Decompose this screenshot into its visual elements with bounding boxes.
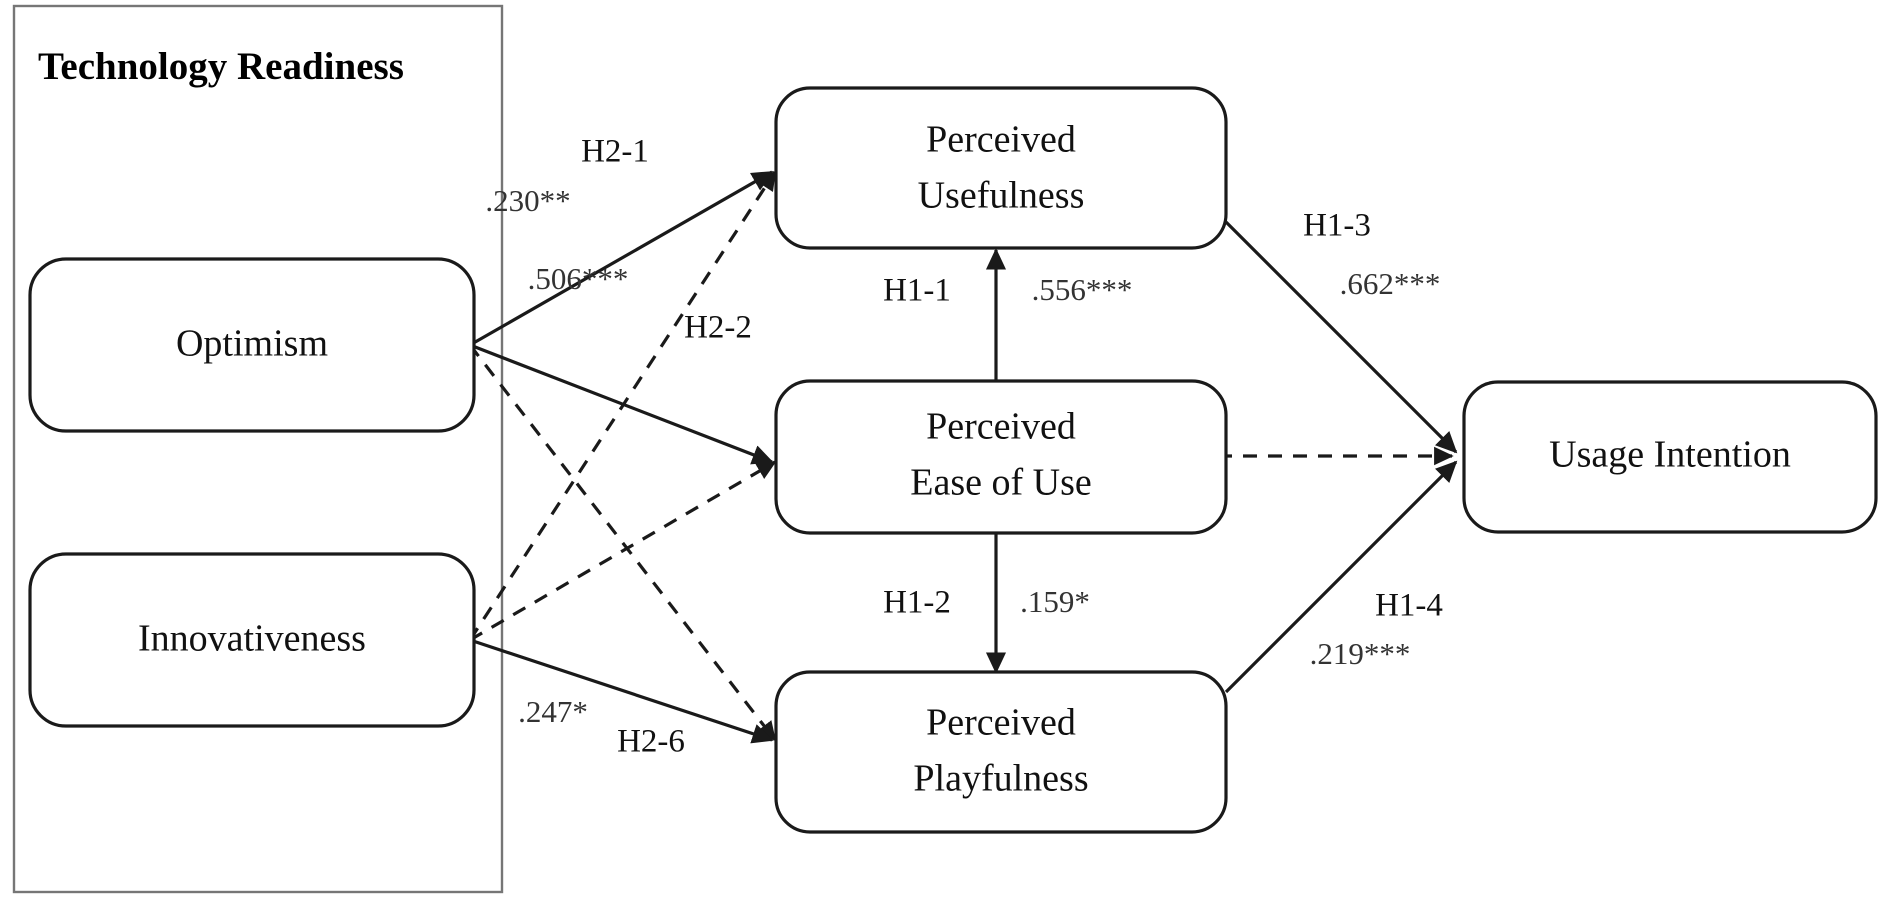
coefficient-label-h1-4: .219*** — [1310, 636, 1411, 671]
hypothesis-label-h1-3: H1-3 — [1303, 208, 1371, 244]
group-title-technology-readiness: Technology Readiness — [38, 45, 404, 88]
hypothesis-label-h1-2: H1-2 — [883, 585, 951, 621]
construct-perceived-usefulness[interactable]: Perceived Usefulness — [774, 86, 1228, 250]
path-label-h1-2: H1-2 .159* — [883, 584, 1090, 620]
construct-perceived-usefulness-label-line2: Usefulness — [918, 175, 1085, 217]
construct-optimism-box[interactable] — [28, 257, 476, 433]
construct-perceived-playfulness-box[interactable] — [774, 670, 1228, 834]
hypothesis-label-h2-1: H2-1 — [581, 134, 649, 170]
construct-perceived-usefulness-label-line1: Perceived — [926, 119, 1076, 161]
hypothesis-label-h2-6: H2-6 — [617, 724, 685, 760]
significant-paths-layer — [469, 170, 1458, 744]
construct-perceived-playfulness[interactable]: Perceived Playfulness — [774, 670, 1228, 834]
construct-usage-intention-box[interactable] — [1462, 380, 1878, 534]
coefficient-label-h1-3: .662*** — [1340, 266, 1441, 301]
hypothesis-label-h1-4: H1-4 — [1375, 588, 1443, 624]
path-label-h1-4: H1-4 .219*** — [1310, 588, 1443, 672]
construct-innovativeness-label: Innovativeness — [138, 618, 366, 660]
path-label-h2-6: H2-6 .247* — [518, 694, 685, 759]
construct-perceived-playfulness-label-line1: Perceived — [926, 702, 1076, 744]
construct-perceived-usefulness-box[interactable] — [774, 86, 1228, 250]
path-h2-6-innovativeness-to-playfulness — [469, 638, 774, 744]
construct-innovativeness-box[interactable] — [28, 552, 476, 728]
path-label-h1-3: H1-3 .662*** — [1303, 208, 1440, 302]
construct-perceived-ease-of-use[interactable]: Perceived Ease of Use — [774, 379, 1228, 535]
construct-perceived-ease-of-use-box[interactable] — [774, 379, 1228, 535]
construct-usage-intention-label: Usage Intention — [1549, 434, 1791, 476]
path-label-h2-1: H2-1 .230** — [485, 134, 649, 219]
path-h2-2-optimism-to-easeofuse — [469, 343, 774, 465]
coefficient-label-h2-1: .230** — [485, 183, 570, 218]
construct-perceived-playfulness-label-line2: Playfulness — [913, 758, 1088, 800]
hypothesis-label-h2-2: H2-2 — [684, 310, 752, 346]
path-h2-1-optimism-to-usefulness — [469, 170, 774, 347]
construct-usage-intention[interactable]: Usage Intention — [1462, 380, 1878, 534]
path-innovativeness-to-easeofuse-dashed — [469, 460, 777, 642]
construct-innovativeness[interactable]: Innovativeness — [28, 552, 476, 728]
nonsignificant-paths-layer — [468, 170, 1454, 742]
path-h1-4-playfulness-to-usageintention — [1224, 460, 1458, 694]
path-label-h2-2: H2-2 .506*** — [528, 261, 752, 345]
technology-readiness-frame — [12, 4, 504, 894]
coefficient-label-h1-2: .159* — [1020, 584, 1090, 619]
construct-perceived-ease-of-use-label-line1: Perceived — [926, 406, 1076, 448]
construct-optimism-label: Optimism — [176, 323, 328, 365]
hypothesis-label-h1-1: H1-1 — [883, 273, 951, 309]
path-optimism-to-playfulness-dashed — [468, 344, 777, 742]
coefficient-label-h2-2: .506*** — [528, 261, 629, 296]
path-h1-3-usefulness-to-usageintention — [1224, 220, 1458, 454]
construct-optimism[interactable]: Optimism — [28, 257, 476, 433]
group-technology-readiness: Technology Readiness — [12, 4, 504, 894]
coefficient-label-h1-1: .556*** — [1032, 272, 1133, 307]
construct-perceived-ease-of-use-label-line2: Ease of Use — [910, 462, 1091, 504]
path-innovativeness-to-usefulness-dashed — [468, 170, 777, 641]
path-label-h1-1: H1-1 .556*** — [883, 272, 1132, 308]
coefficient-label-h2-6: .247* — [518, 694, 588, 729]
